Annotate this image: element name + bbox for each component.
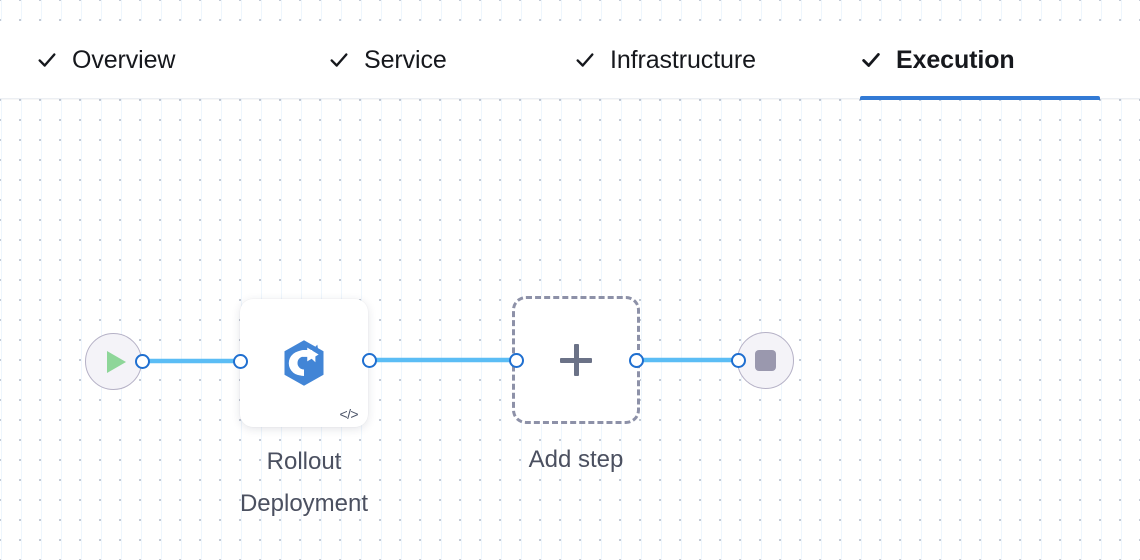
tab-execution-label: Execution bbox=[896, 45, 1015, 74]
check-icon bbox=[328, 49, 350, 71]
tab-service[interactable]: Service bbox=[328, 21, 538, 99]
tab-infrastructure[interactable]: Infrastructure bbox=[574, 21, 839, 99]
tab-overview[interactable]: Overview bbox=[36, 21, 286, 99]
tab-service-label: Service bbox=[364, 45, 447, 74]
code-icon: </> bbox=[339, 406, 359, 422]
step-label-rollout-deployment: Rollout Deployment bbox=[239, 448, 369, 517]
check-icon bbox=[860, 49, 882, 71]
tab-infrastructure-label: Infrastructure bbox=[610, 45, 756, 74]
port-end-in[interactable] bbox=[731, 353, 746, 368]
plus-icon-vertical bbox=[573, 344, 579, 376]
tab-active-indicator bbox=[860, 96, 1100, 100]
pipeline-stage-tabbar: Overview Service Infrastructure bbox=[0, 21, 1140, 100]
rollout-deployment-icon bbox=[278, 337, 330, 389]
execution-steps-canvas[interactable]: </> Rollout Deployment Add step bbox=[0, 99, 1140, 560]
add-step-button[interactable] bbox=[512, 296, 640, 424]
port-addstep-in[interactable] bbox=[509, 353, 524, 368]
port-addstep-out[interactable] bbox=[629, 353, 644, 368]
start-node[interactable] bbox=[85, 333, 142, 390]
port-start-out[interactable] bbox=[135, 354, 150, 369]
add-step-label: Add step bbox=[528, 446, 624, 473]
tab-execution[interactable]: Execution bbox=[860, 21, 1100, 100]
port-rollout-out[interactable] bbox=[362, 353, 377, 368]
port-rollout-in[interactable] bbox=[233, 354, 248, 369]
tab-overview-label: Overview bbox=[72, 45, 176, 74]
play-icon bbox=[107, 350, 126, 373]
tab-list: Overview Service Infrastructure bbox=[0, 21, 1140, 100]
check-icon bbox=[36, 49, 58, 71]
stop-icon bbox=[755, 350, 776, 371]
check-icon bbox=[574, 49, 596, 71]
step-card-rollout-deployment[interactable]: </> bbox=[240, 299, 368, 427]
